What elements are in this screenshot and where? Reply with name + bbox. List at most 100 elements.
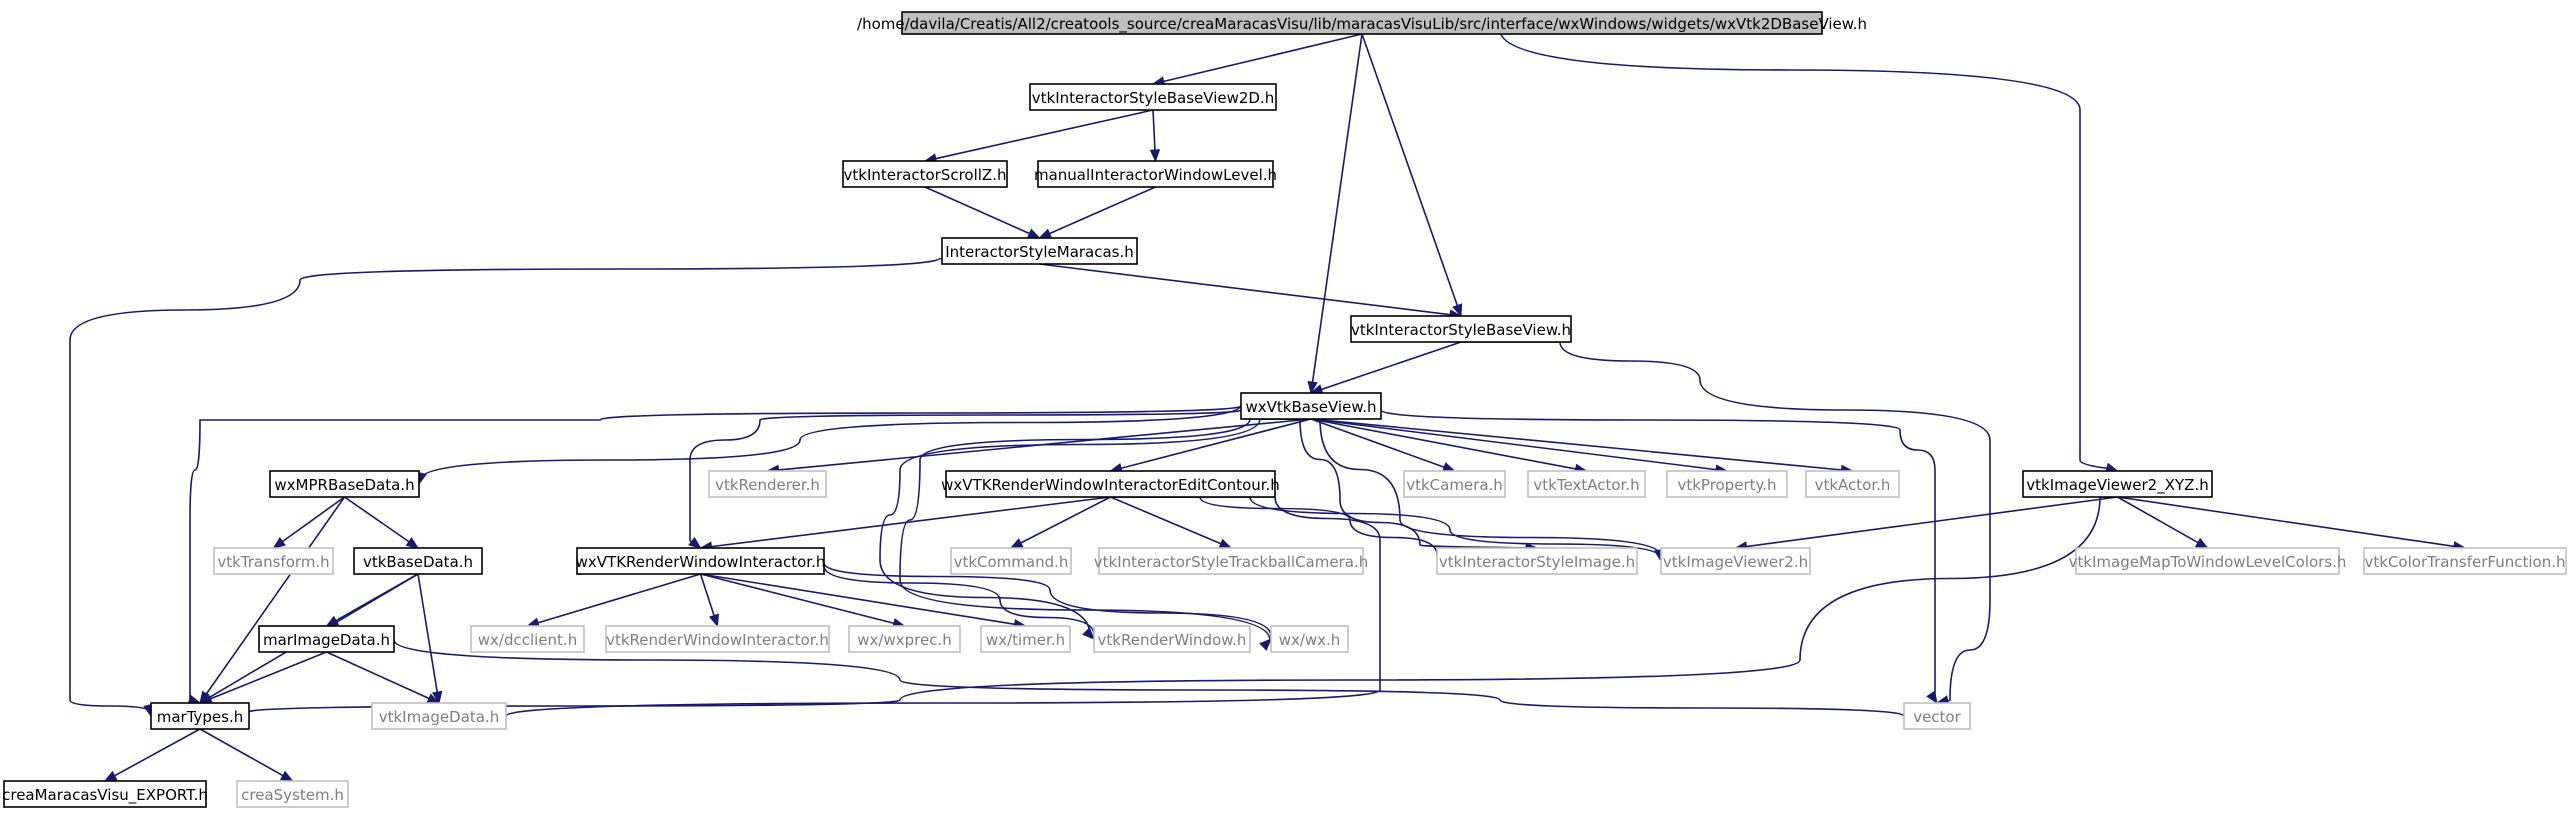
node-vtkinteractorscrollz-h[interactable]: vtkInteractorScrollZ.h (842, 160, 1008, 188)
node-vtkinteractorstylebaseview2d-h[interactable]: vtkInteractorStyleBaseView2D.h (1029, 83, 1277, 111)
edge-line (199, 728, 286, 778)
edge-line (1047, 186, 1156, 236)
edge-line (1119, 418, 1312, 470)
edge-arrowhead (2194, 537, 2209, 549)
node-wxvtk2dbaseview-h[interactable]: /home/davila/Creatis/All2/creatools_sour… (857, 11, 1867, 35)
node-creasystem-h: creaSystem.h (236, 780, 349, 808)
edge-manwl-to-ismaracas (1038, 186, 1156, 239)
node-vtkactor-h: vtkActor.h (1805, 470, 1900, 498)
edge-wxvbv-to-actor (1310, 418, 1854, 476)
node-label: vtkInteractorStyleImage.h (1439, 553, 1635, 571)
edge-line (448, 496, 1381, 717)
edge-wxvbv-to-camera (1310, 418, 1456, 473)
node-label: creaMaracasVisu_EXPORT.h (2, 786, 208, 805)
edge-arrowhead (708, 613, 719, 628)
node-label: vtkTextActor.h (1533, 476, 1639, 494)
node-label: manualInteractorWindowLevel.h (1034, 166, 1277, 184)
edge-wxvbv-to-property (1310, 418, 1729, 475)
edge-line (1310, 418, 1578, 471)
edge-line (1744, 496, 2118, 548)
edge-root-to-wxvbv (1307, 33, 1363, 395)
node-creamaracasvisu-export-h[interactable]: creaMaracasVisu_EXPORT.h (2, 780, 208, 808)
edge-arrowhead (405, 537, 420, 549)
edge-arrowhead (431, 690, 443, 705)
node-label: creaSystem.h (241, 786, 344, 804)
node-label: wx/wxprec.h (857, 631, 951, 649)
node-label: InteractorStyleMaracas.h (945, 243, 1134, 261)
node-label: vtkInteractorStyleBaseView.h (1351, 321, 1571, 339)
edge-line (344, 496, 412, 544)
edge-isbv-to-wxvbv (1309, 341, 1462, 395)
node-label: vtkCommand.h (954, 553, 1069, 571)
edge-rwiec-to-imagedata (437, 496, 1381, 722)
edge-line (1319, 341, 1462, 391)
edge-line (535, 573, 701, 625)
edge-line (700, 573, 1017, 626)
node-label: wxVtkBaseView.h (1246, 398, 1377, 416)
node-vtkinteractorstyleimage-h: vtkInteractorStyleImage.h (1436, 547, 1638, 575)
node-martypes-h[interactable]: marTypes.h (150, 702, 250, 730)
node-vtkbasedata-h[interactable]: vtkBaseData.h (353, 547, 483, 575)
node-vtkrenderwindow-h: vtkRenderWindow.h (1093, 625, 1251, 653)
edge-mprbd-to-transform (272, 496, 345, 549)
edge-arrowhead (272, 537, 286, 549)
node-label: vtkImageViewer2_XYZ.h (2026, 476, 2208, 495)
edge-line (700, 573, 896, 625)
edge-line (924, 186, 1032, 236)
node-label: marTypes.h (157, 708, 244, 726)
node-wx-wxprec-h: wx/wxprec.h (848, 625, 961, 653)
edge-arrowhead (1218, 538, 1233, 549)
edge-line (1310, 418, 1447, 469)
node-label: vtkColorTransferFunction.h (2365, 553, 2566, 571)
node-wxvtkbaseview-h[interactable]: wxVtkBaseView.h (1240, 392, 1382, 420)
edge-arrowhead (1009, 538, 1024, 549)
node-vtkproperty-h: vtkProperty.h (1666, 470, 1788, 498)
edge-isbv2d-to-manwl (1149, 109, 1161, 163)
edge-arrowhead (1026, 228, 1041, 239)
node-interactorstylemaracas-h[interactable]: InteractorStyleMaracas.h (941, 237, 1138, 265)
edge-arrowhead (1452, 303, 1463, 318)
node-wxvtkrenderwindowinteractor-h[interactable]: wxVTKRenderWindowInteractor.h (576, 547, 826, 575)
edge-rwi-to-timer (700, 573, 1027, 630)
node-vtkcamera-h: vtkCamera.h (1403, 470, 1506, 498)
node-vtkimageviewer2-xyz-h[interactable]: vtkImageViewer2_XYZ.h (2022, 470, 2213, 498)
node-wxmprbasedata-h[interactable]: wxMPRBaseData.h (269, 470, 420, 498)
edge-arrowhead (688, 536, 702, 549)
node-vtkimageviewer2-h: vtkImageViewer2.h (1660, 547, 1811, 575)
edge-isbv2d-to-scrollz (923, 109, 1154, 164)
edge-arrowhead (1926, 690, 1938, 705)
edge-iv2xyz-to-martypes (198, 496, 2118, 721)
edge-line (325, 639, 1928, 717)
node-label: wx/wx.h (1279, 631, 1341, 649)
node-vtkcommand-h: vtkCommand.h (950, 547, 1072, 575)
node-label: vtkBaseData.h (363, 553, 473, 571)
edge-line (1310, 418, 1719, 471)
edge-mprbd-to-basedata (344, 496, 420, 549)
node-label: vtkImageData.h (379, 708, 500, 726)
edge-root-to-isbv (1361, 33, 1463, 318)
node-vtkinteractorstylebaseview-h[interactable]: vtkInteractorStyleBaseView.h (1350, 315, 1572, 343)
edge-line (189, 405, 1312, 702)
edge-line (2117, 496, 2457, 548)
edge-rwi-to-vrwi (699, 573, 719, 628)
edge-arrowhead (103, 770, 118, 782)
edge-arrowhead (1149, 149, 1161, 163)
edge-line (1460, 341, 1991, 702)
node-manualinteractorwindowlevel-h[interactable]: manualInteractorWindowLevel.h (1034, 160, 1277, 188)
node-wxvtkrenderwindowinteractoreditcontour-h[interactable]: wxVTKRenderWindowInteractorEditContour.h (941, 470, 1280, 498)
edge-line (933, 109, 1154, 160)
node-label: vtkTransform.h (217, 553, 329, 571)
edge-root-to-iv2xyz (1361, 29, 2119, 473)
edge-line (69, 257, 1041, 713)
node-vtkrenderer-h: vtkRenderer.h (708, 470, 827, 498)
node-label: vtkInteractorStyleBaseView2D.h (1032, 89, 1274, 107)
node-wx-timer-h: wx/timer.h (980, 625, 1071, 653)
edge-rwi-to-dcclient (526, 573, 701, 628)
node-marimagedata-h[interactable]: marImageData.h (258, 625, 395, 653)
node-wx-dcclient-h: wx/dcclient.h (470, 625, 585, 653)
edge-mprbd-to-martypes (199, 496, 346, 705)
edge-line (2117, 496, 2201, 545)
edge-line (709, 496, 1111, 548)
node-label: vtkRenderWindow.h (1098, 631, 1247, 649)
